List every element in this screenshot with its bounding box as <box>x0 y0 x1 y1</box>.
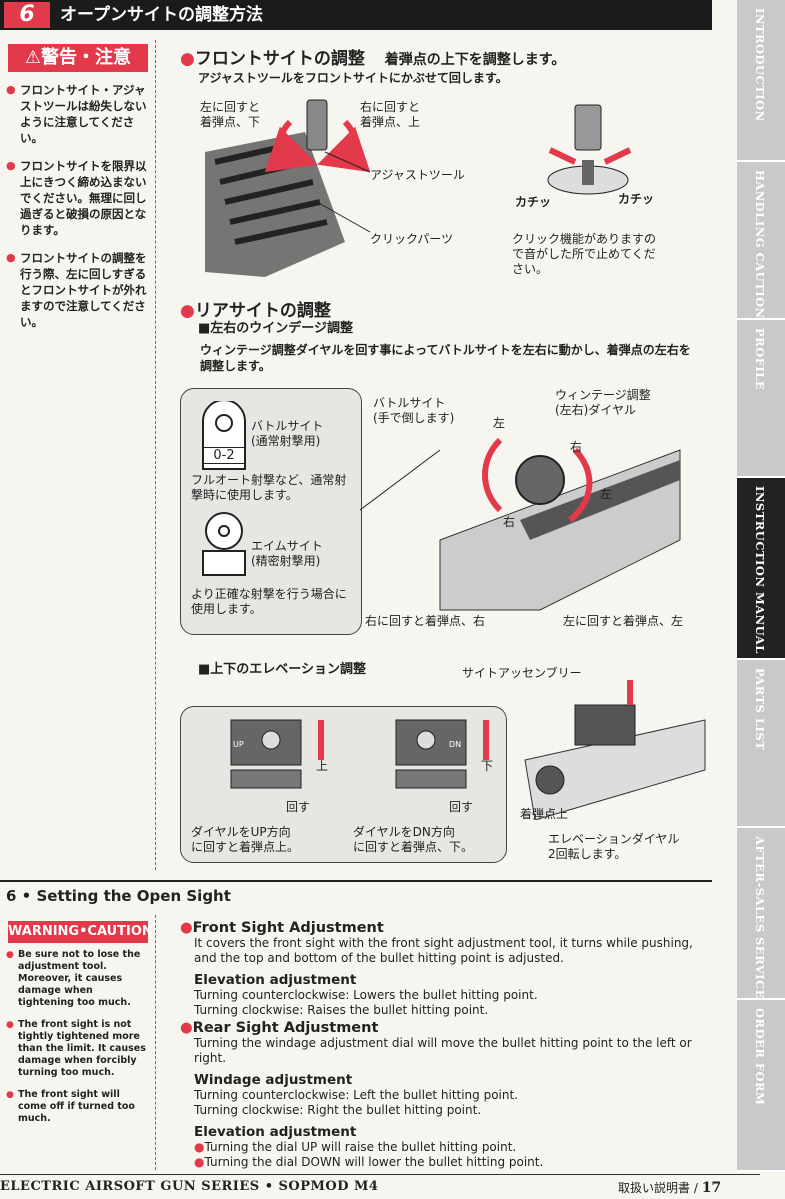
up-label: 上 <box>316 759 329 773</box>
front-sight-text-en: It covers the front sight with the front… <box>194 936 693 965</box>
warning-column-jp: ⚠警告・注意 フロントサイト・アジャストツールは紛失しないように注意してください… <box>0 40 156 870</box>
front-sight-illustration <box>205 99 371 277</box>
right-turn-result: 右に回すと着弾点、右 <box>365 614 486 628</box>
sight-assembly-illustration <box>524 680 706 820</box>
footer-series: ELECTRIC AIRSOFT GUN SERIES • SOPMOD M4 <box>0 1179 379 1194</box>
elevation-text-a: Turning counterclockwise: Lowers the bul… <box>194 988 538 1002</box>
front-right-turn-label: 右に回すと 着弾点、上 <box>360 100 421 129</box>
windage-desc: ウィンテージ調整ダイヤルを回す事によってバトルサイトを左右に動かし、着弾点の左右… <box>200 343 691 373</box>
english-title: 6 • Setting the Open Sight <box>6 887 231 905</box>
tab-handling-cautions[interactable]: HANDLING CAUTIONS <box>737 162 785 327</box>
click-sound-left: カチッ <box>515 195 552 209</box>
up-note: ダイヤルをUP方向 に回すと着弾点上。 <box>191 825 300 854</box>
left-turn-result: 左に回すと着弾点、左 <box>563 614 684 628</box>
warning-item: フロントサイト・アジャストツールは紛失しないように注意してください。 <box>6 82 148 146</box>
warning-item-en: The front sight is not tightly tightened… <box>6 1019 146 1079</box>
front-sight-heading-en: ●Front Sight Adjustment <box>180 920 384 936</box>
tab-profile[interactable]: PROFILE <box>737 320 785 478</box>
dir-left-2: 左 <box>600 487 613 501</box>
sight-assembly-label: サイトアッセンブリー <box>462 666 582 680</box>
side-tabs: INTRODUCTION HANDLING CAUTIONS PROFILE I… <box>737 0 785 1180</box>
front-sight-heading: ●フロントサイトの調整 着弾点の上下を調整します。 <box>180 49 566 69</box>
front-left-turn-label: 左に回すと 着弾点、下 <box>200 100 261 129</box>
tab-introduction[interactable]: INTRODUCTION <box>737 0 785 162</box>
elevation-heading: ■上下のエレベーション調整 <box>198 662 367 677</box>
rear-sight-text-en: Turning the windage adjustment dial will… <box>194 1036 692 1065</box>
elevation2-text-a: ●Turning the dial UP will raise the bull… <box>194 1140 517 1154</box>
warning-item-en: Be sure not to lose the adjustment tool.… <box>6 949 146 1009</box>
rear-sight-heading-en: ●Rear Sight Adjustment <box>180 1020 379 1036</box>
warning-title-jp: ⚠警告・注意 <box>8 44 148 72</box>
adjust-tool-label: アジャストツール <box>370 168 465 182</box>
elevation-heading-en: Elevation adjustment <box>194 972 357 988</box>
tab-after-sales-service[interactable]: AFTER-SALES SERVICE <box>737 828 785 1000</box>
rear-sight-heading: ●リアサイトの調整 <box>180 301 331 321</box>
turn-label: 回す <box>286 800 311 814</box>
windage-dial-label: ウィンテージ調整 (左右)ダイヤル <box>555 388 651 417</box>
click-sound-right: カチッ <box>618 192 655 206</box>
battle-fold-label: バトルサイト (手で倒します) <box>373 396 455 425</box>
click-note: クリック機能がありますので音がした所で止めてください。 <box>512 232 657 276</box>
elevation2-heading-en: Elevation adjustment <box>194 1124 357 1140</box>
warning-column-en: WARNING•CAUTION Be sure not to lose the … <box>0 915 156 1170</box>
elevation-dial-label: エレベーションダイヤル 2回転します。 <box>548 832 680 861</box>
warning-title-en: WARNING•CAUTION <box>8 921 153 943</box>
dir-left: 左 <box>493 416 506 430</box>
page-footer: ELECTRIC AIRSOFT GUN SERIES • SOPMOD M4 … <box>0 1174 760 1199</box>
aim-sight-icon <box>202 512 246 576</box>
dir-right: 右 <box>570 440 583 454</box>
warning-item: フロントサイトの調整を行う際、左に回しすぎるとフロントサイトが外れますので注意し… <box>6 250 148 330</box>
up-mark: UP <box>233 740 244 749</box>
battle-use: フルオート射撃など、通常射撃時に使用します。 <box>191 473 347 502</box>
battle-sight-label: バトルサイト (通常射撃用) <box>251 419 324 448</box>
sight-types-box: 0-2 バトルサイト (通常射撃用) フルオート射撃など、通常射撃時に使用します… <box>180 388 362 635</box>
battle-code: 0-2 <box>203 447 245 464</box>
windage-heading-en: Windage adjustment <box>194 1072 353 1088</box>
windage-illustration <box>360 437 681 611</box>
aim-sight-label: エイムサイト (精密射撃用) <box>251 539 323 568</box>
windage-heading: ■左右のウインデージ調整 <box>198 321 354 336</box>
english-band: 6 • Setting the Open Sight <box>0 880 712 912</box>
footer-page: 取扱い説明書 / 17 <box>618 1180 722 1196</box>
warning-list-jp: フロントサイト・アジャストツールは紛失しないように注意してください。 フロントサ… <box>6 82 148 342</box>
up-dial-illustration <box>230 719 324 789</box>
warning-item-en: The front sight will come off if turned … <box>6 1089 146 1125</box>
manual-page: 6 オープンサイトの調整方法 ⚠警告・注意 フロントサイト・アジャストツールは紛… <box>0 0 735 1198</box>
dn-note: ダイヤルをDN方向 に回すと着弾点、下。 <box>353 825 474 854</box>
tab-order-form[interactable]: ORDER FORM <box>737 1000 785 1172</box>
dn-mark: DN <box>449 740 462 749</box>
front-sight-desc: アジャストツールをフロントサイトにかぶせて回します。 <box>198 71 508 85</box>
tab-instruction-manual[interactable]: INSTRUCTION MANUAL <box>737 478 785 660</box>
click-parts-label: クリックパーツ <box>370 232 454 246</box>
windage-text-b: Turning clockwise: Right the bullet hitt… <box>194 1103 482 1117</box>
impact-up-label: 着弾点上 <box>520 807 569 821</box>
down-label: 下 <box>481 759 494 773</box>
section-header: 6 オープンサイトの調整方法 <box>0 0 712 30</box>
warning-list-en: Be sure not to lose the adjustment tool.… <box>6 949 146 1135</box>
elevation-text-b: Turning clockwise: Raises the bullet hit… <box>194 1003 489 1017</box>
turn-label-2: 回す <box>449 800 474 814</box>
elevation2-text-b: ●Turning the dial DOWN will lower the bu… <box>194 1155 544 1169</box>
english-main: ●Front Sight Adjustment It covers the fr… <box>180 918 705 1170</box>
section-title: オープンサイトの調整方法 <box>60 5 263 25</box>
dn-dial-illustration <box>395 719 489 789</box>
windage-text-a: Turning counterclockwise: Left the bulle… <box>194 1088 519 1102</box>
elevation-box: UP 上 回す ダイヤルをUP方向 に回すと着弾点上。 DN 下 回す ダイヤル… <box>180 706 507 863</box>
tab-parts-list[interactable]: PARTS LIST <box>737 660 785 828</box>
aim-use: より正確な射撃を行う場合に使用します。 <box>191 587 347 616</box>
warning-item: フロントサイトを限界以上にきつく締め込まないでください。無理に回し過ぎると破損の… <box>6 158 148 238</box>
section-number: 6 <box>4 2 50 28</box>
click-mechanism-illustration <box>547 104 632 195</box>
dir-right-2: 右 <box>503 515 516 529</box>
